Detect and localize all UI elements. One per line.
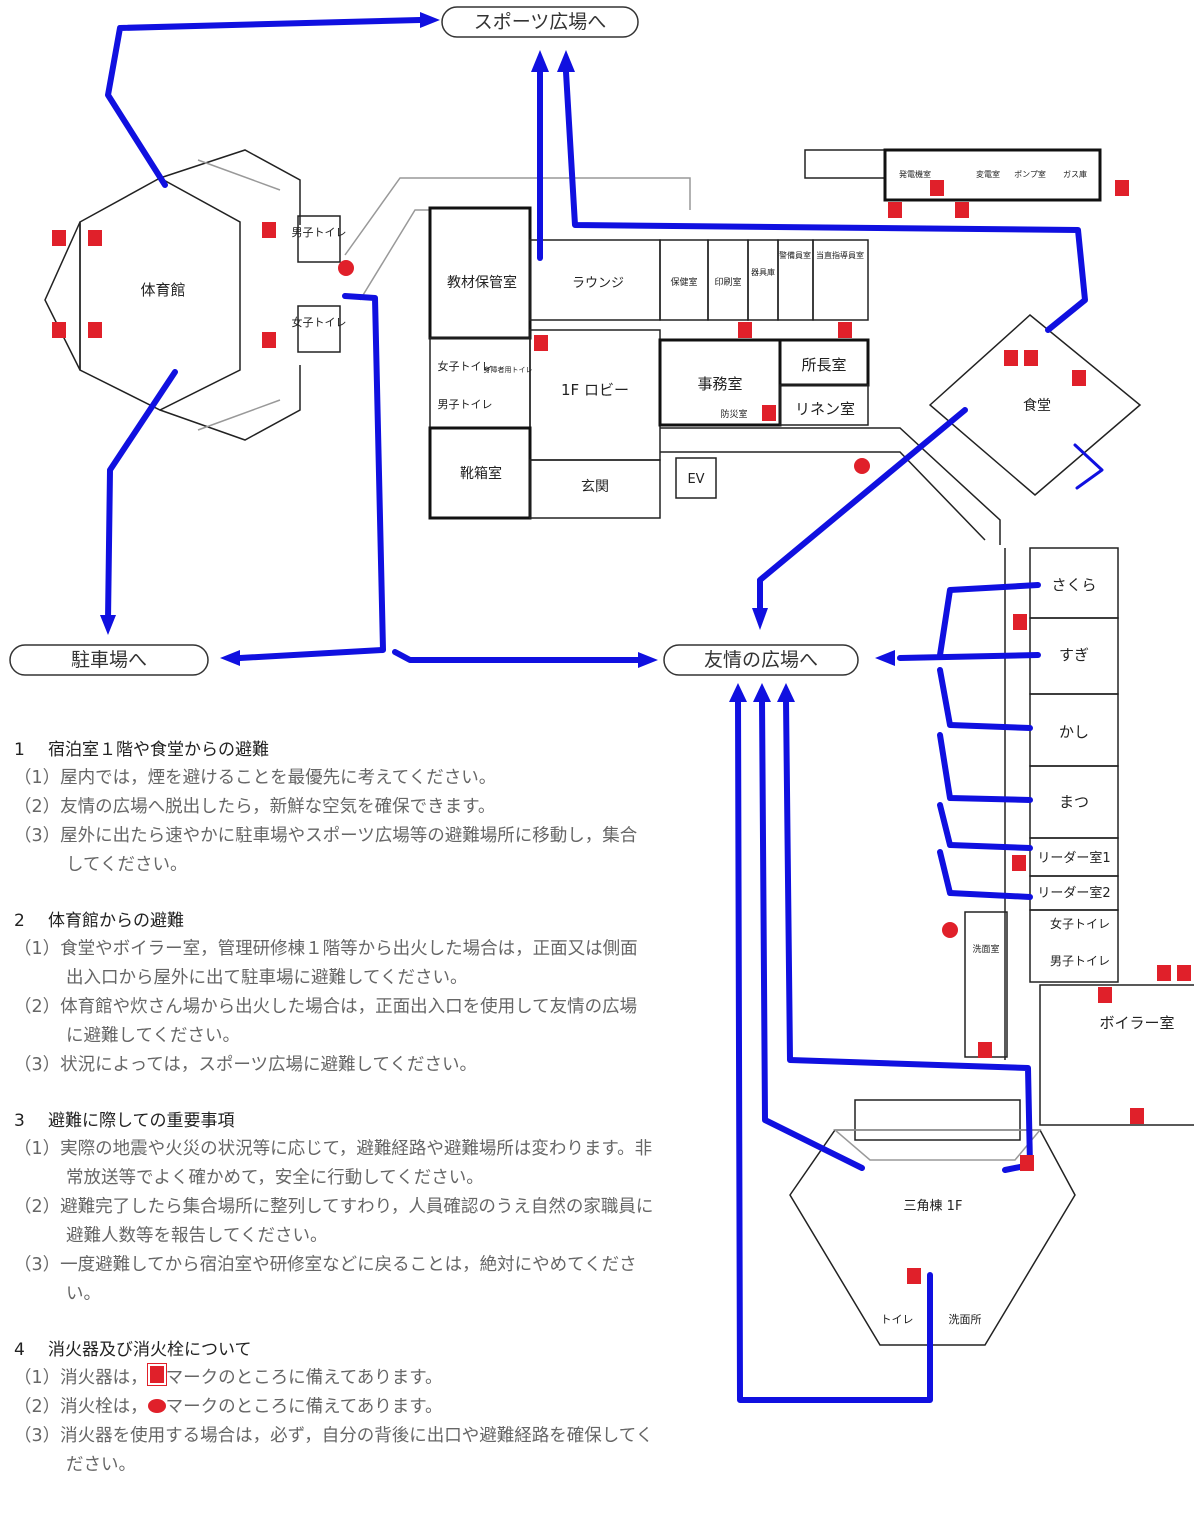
svg-text:身障者用トイレ: 身障者用トイレ bbox=[484, 365, 533, 374]
route-gym-to-friendship bbox=[392, 649, 643, 663]
svg-text:リーダー室2: リーダー室2 bbox=[1037, 885, 1110, 901]
note-item: （1）食堂やボイラー室，管理研修棟１階等から出火した場合は，正面又は側面出入口か… bbox=[14, 939, 638, 988]
svg-text:器具庫: 器具庫 bbox=[751, 267, 775, 277]
note-item: （3）屋外に出たら速やかに駐車場やスポーツ広場等の避難場所に移動し，集合してくだ… bbox=[14, 826, 638, 875]
svg-text:当直指導員室: 当直指導員室 bbox=[816, 250, 864, 260]
note-item: （2）体育館や炊さん場から出火した場合は，正面出入口を使用して友情の広場に避難し… bbox=[14, 997, 638, 1046]
destination-friendship-plaza: 友情の広場へ bbox=[663, 644, 859, 676]
lodging-wing: さくら すぎ かし まつ リーダー室1 リーダー室2 女子トイレ 男子トイレ 洗… bbox=[964, 547, 1194, 1126]
svg-text:女子トイレ: 女子トイレ bbox=[438, 359, 493, 373]
svg-text:まつ: まつ bbox=[1059, 793, 1089, 811]
svg-text:男子トイレ: 男子トイレ bbox=[438, 398, 493, 411]
svg-text:警備員室: 警備員室 bbox=[779, 250, 811, 260]
note-item: （1）屋内では，煙を避けることを最優先に考えてください。 bbox=[14, 768, 497, 788]
svg-text:三角棟 1F: 三角棟 1F bbox=[904, 1199, 963, 1214]
note-item: （1）実際の地震や火災の状況等に応じて，避難経路や避難場所は変わります。非常放送… bbox=[14, 1139, 653, 1188]
svg-text:ボイラー室: ボイラー室 bbox=[1099, 1014, 1174, 1032]
svg-text:防災室: 防災室 bbox=[720, 408, 747, 420]
route-gym-side bbox=[237, 293, 386, 661]
svg-text:EV: EV bbox=[687, 472, 704, 487]
route-lodging-to-friendship bbox=[897, 582, 1041, 900]
svg-text:スポーツ広場へ: スポーツ広場へ bbox=[474, 11, 607, 33]
svg-text:洗面所: 洗面所 bbox=[949, 1313, 982, 1326]
triangle-building: 三角棟 1F トイレ 洗面所 bbox=[789, 1099, 1076, 1346]
svg-text:印刷室: 印刷室 bbox=[714, 276, 741, 288]
svg-text:駐車場へ: 駐車場へ bbox=[71, 649, 147, 671]
extinguisher-icon bbox=[147, 1364, 166, 1385]
elevator bbox=[675, 457, 717, 499]
note-item: （3）一度避難してから宿泊室や研修室などに戻ることは，絶対にやめてください。 bbox=[14, 1255, 637, 1304]
dining-hall: 食堂 bbox=[928, 314, 1142, 496]
svg-text:ガス庫: ガス庫 bbox=[1063, 169, 1087, 179]
note-item: （2）消火栓は，マークのところに備えてあります。 bbox=[14, 1397, 443, 1417]
gym-male-toilet-label: 男子トイレ bbox=[292, 226, 347, 239]
svg-text:さくら: さくら bbox=[1051, 576, 1096, 594]
svg-text:発電機室: 発電機室 bbox=[899, 169, 931, 179]
destination-parking: 駐車場へ bbox=[9, 644, 209, 676]
main-building: 教材保管室 ラウンジ 保健室 印刷室 器具庫 警備員室 当直指導員室 女子トイレ… bbox=[344, 177, 1001, 545]
svg-text:男子トイレ: 男子トイレ bbox=[292, 226, 347, 239]
gym-female-toilet-label: 女子トイレ bbox=[292, 315, 347, 329]
route-dining-to-friendship bbox=[757, 407, 968, 613]
route-triangle-left bbox=[735, 697, 933, 1403]
toilet-block bbox=[429, 337, 531, 429]
svg-text:ポンプ室: ポンプ室 bbox=[1014, 169, 1046, 179]
svg-text:すぎ: すぎ bbox=[1059, 646, 1089, 664]
svg-text:教材保管室: 教材保管室 bbox=[447, 274, 517, 291]
route-triangle-middle bbox=[759, 697, 865, 1171]
svg-text:玄関: 玄関 bbox=[581, 478, 609, 495]
extinguisher-marks bbox=[52, 180, 1191, 1284]
route-dining-exit bbox=[1073, 443, 1104, 490]
entrance bbox=[529, 459, 661, 519]
svg-text:保健室: 保健室 bbox=[670, 276, 697, 288]
svg-text:男子トイレ: 男子トイレ bbox=[1050, 954, 1110, 968]
hydrant-icon bbox=[147, 1399, 166, 1413]
route-dining-to-sports bbox=[563, 69, 1088, 333]
note-item: （3）状況によっては，スポーツ広場に避難してください。 bbox=[14, 1055, 477, 1075]
note-item: （3）消火器を使用する場合は，必ず，自分の背後に出口や避難経路を確保してください… bbox=[14, 1426, 654, 1475]
svg-text:トイレ: トイレ bbox=[881, 1313, 914, 1326]
svg-text:友情の広場へ: 友情の広場へ bbox=[704, 649, 818, 671]
destination-sports-ground: スポーツ広場へ bbox=[441, 6, 639, 38]
svg-text:かし: かし bbox=[1059, 723, 1089, 741]
route-gym-to-sports bbox=[105, 17, 423, 188]
svg-text:靴箱室: 靴箱室 bbox=[460, 465, 502, 482]
note-item: （2）友情の広場へ脱出したら，新鮮な空気を確保できます。 bbox=[14, 797, 496, 817]
svg-text:1F ロビー: 1F ロビー bbox=[561, 381, 629, 399]
route-gym-to-parking bbox=[105, 369, 178, 623]
note-item: （1）消火器は，マークのところに備えてあります。 bbox=[14, 1364, 654, 1393]
duty-room bbox=[812, 239, 869, 321]
gym-male-toilet bbox=[297, 215, 341, 263]
linen-room bbox=[779, 384, 869, 426]
gym-female-toilet bbox=[297, 305, 341, 353]
svg-text:事務室: 事務室 bbox=[697, 375, 742, 393]
svg-text:食堂: 食堂 bbox=[1023, 397, 1051, 414]
svg-text:変電室: 変電室 bbox=[976, 169, 1000, 179]
svg-text:所長室: 所長室 bbox=[801, 356, 846, 374]
svg-text:洗面室: 洗面室 bbox=[972, 943, 999, 955]
svg-text:リネン室: リネン室 bbox=[795, 400, 855, 418]
gym-label: 体育館 bbox=[140, 281, 185, 299]
gymnasium-building: 体育館 男子トイレ 女子トイレ bbox=[44, 149, 347, 441]
hydrant-marks bbox=[338, 260, 958, 938]
svg-text:ラウンジ: ラウンジ bbox=[572, 276, 624, 291]
utility-building: 発電機室 変電室 ポンプ室 ガス庫 bbox=[804, 148, 1102, 202]
storage-room bbox=[428, 206, 532, 340]
svg-text:女子トイレ: 女子トイレ bbox=[292, 315, 347, 329]
svg-text:女子トイレ: 女子トイレ bbox=[1050, 916, 1110, 931]
tools-room bbox=[747, 239, 779, 321]
svg-text:リーダー室1: リーダー室1 bbox=[1037, 850, 1110, 866]
note-item: （2）避難完了したら集合場所に整列してすわり，人員確認のうえ自然の家職員に避難人… bbox=[14, 1197, 654, 1246]
